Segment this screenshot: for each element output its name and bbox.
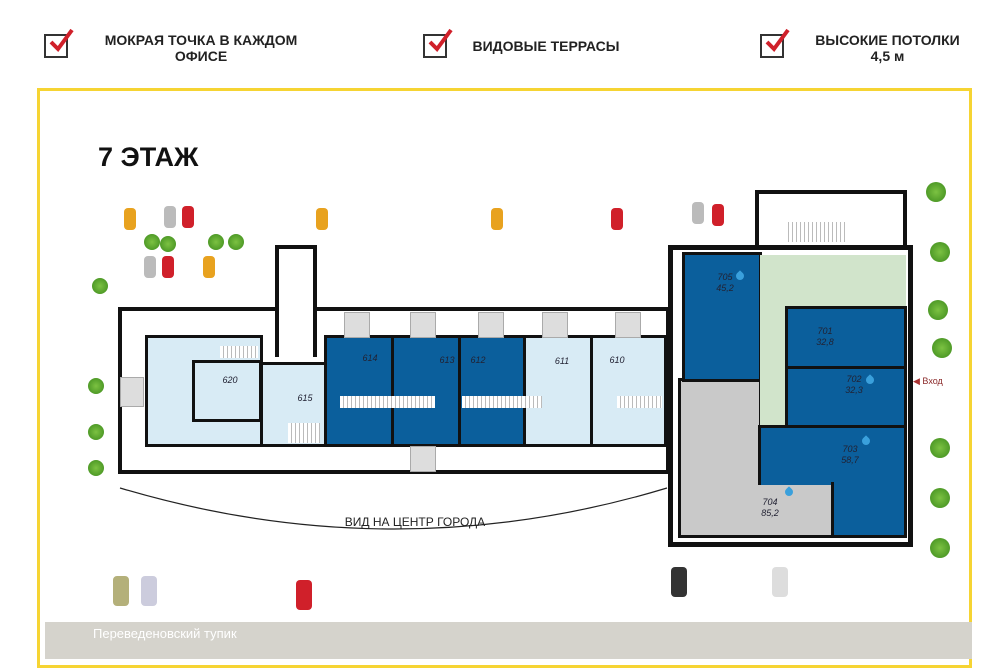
tree (930, 488, 950, 508)
room-612[interactable] (458, 335, 526, 447)
room-area: 32,8 (816, 337, 834, 347)
arrow-left-icon: ◀ (913, 376, 923, 386)
room-number: 702 (846, 374, 862, 384)
car (113, 576, 129, 606)
car (141, 576, 157, 606)
car (162, 256, 174, 278)
corridor (760, 308, 787, 426)
tree (160, 236, 176, 252)
terrace-door (478, 312, 504, 338)
room-number: 705 (717, 272, 733, 282)
room-area: 45,2 (716, 283, 734, 293)
tree (930, 242, 950, 262)
room-704[interactable] (678, 378, 762, 538)
stair-tower (755, 190, 907, 252)
car (203, 256, 215, 278)
terrace-door (615, 312, 641, 338)
room-number: 613 (439, 355, 455, 365)
view-label: ВИД НА ЦЕНТР ГОРОДА (344, 515, 486, 529)
terrace-door (410, 312, 436, 338)
room-614[interactable] (324, 335, 394, 447)
room-number: 703 (842, 444, 858, 454)
room-611[interactable] (523, 335, 593, 447)
car (144, 256, 156, 278)
room-number: 704 (762, 497, 778, 507)
tree (932, 338, 952, 358)
car (611, 208, 623, 230)
room-area: 32,3 (845, 385, 863, 395)
tree (88, 424, 104, 440)
checkbox-checked-icon (423, 28, 453, 58)
checkbox-checked-icon (760, 28, 790, 58)
car (772, 567, 788, 597)
room-number: 611 (554, 356, 570, 366)
room-703[interactable] (758, 425, 907, 485)
stairs (617, 396, 662, 408)
stairs (288, 423, 320, 443)
car (671, 567, 687, 597)
corridor (760, 255, 906, 308)
stairs (462, 396, 542, 408)
room-number: 610 (609, 355, 625, 365)
terrace-door (410, 446, 436, 472)
tree (144, 234, 160, 250)
car (296, 580, 312, 610)
view-arc (119, 487, 668, 530)
street-name: Переведеновский тупик (93, 626, 237, 641)
terrace-door (344, 312, 370, 338)
room-number: 612 (470, 355, 486, 365)
tree (926, 182, 946, 202)
feature-wet-point: МОКРАЯ ТОЧКА В КАЖДОМ ОФИСЕ (104, 32, 298, 64)
door (120, 377, 144, 407)
room-area: 85,2 (761, 508, 779, 518)
tree (88, 378, 104, 394)
car (491, 208, 503, 230)
tree (228, 234, 244, 250)
entrance-marker[interactable]: ◀ Вход (913, 376, 943, 387)
terrace-door (542, 312, 568, 338)
car (124, 208, 136, 230)
car (182, 206, 194, 228)
tree (928, 300, 948, 320)
stairs (785, 222, 845, 242)
tree (930, 438, 950, 458)
tree (92, 278, 108, 294)
car (164, 206, 176, 228)
room-number: 615 (297, 393, 313, 403)
room-number: 620 (222, 375, 238, 385)
stairs (340, 396, 435, 408)
floor-title: 7 ЭТАЖ (98, 142, 199, 172)
street (45, 622, 972, 659)
room-area: 58,7 (841, 455, 859, 465)
car (692, 202, 704, 224)
entrance-label: Вход (922, 376, 943, 386)
car (712, 204, 724, 226)
tree (930, 538, 950, 558)
tree (88, 460, 104, 476)
checkbox-checked-icon (44, 28, 74, 58)
room-703-ext (831, 482, 907, 538)
room-613[interactable] (391, 335, 461, 447)
car (316, 208, 328, 230)
room-620-inner (192, 360, 262, 422)
elevator-shaft (275, 245, 317, 357)
room-701[interactable] (785, 306, 907, 369)
room-number: 701 (817, 326, 833, 336)
feature-ceilings: ВЫСОКИЕ ПОТОЛКИ 4,5 м (815, 32, 960, 64)
room-610[interactable] (590, 335, 667, 447)
stairs (220, 346, 258, 358)
feature-terraces: ВИДОВЫЕ ТЕРРАСЫ (472, 38, 620, 54)
room-number: 614 (362, 353, 378, 363)
tree (208, 234, 224, 250)
